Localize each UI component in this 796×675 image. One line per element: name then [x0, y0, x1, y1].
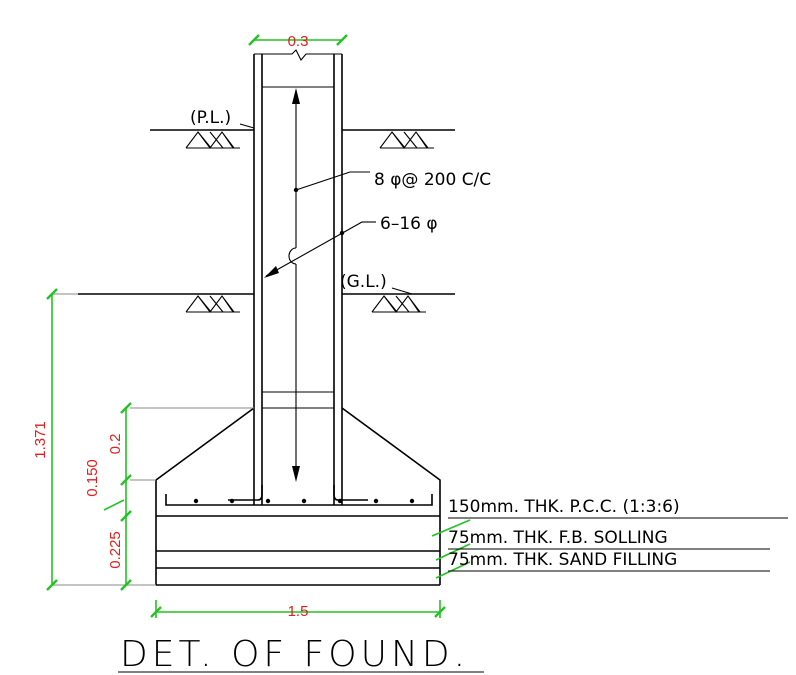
- sub-base-layers: [52, 293, 441, 586]
- plinth-ground-line: [150, 129, 455, 149]
- main-bars-leader: [264, 221, 376, 278]
- ties-leader: [293, 171, 370, 193]
- column: [253, 49, 343, 505]
- drawing-title: DET. OF FOUND.: [120, 634, 469, 675]
- plinth-level-leader: [239, 123, 255, 129]
- natural-ground-line: [78, 293, 455, 313]
- plinth-level-label: (P.L.): [190, 108, 231, 128]
- dim-edge-thickness: 0.150: [84, 459, 101, 497]
- ties-label: 8 φ@ 200 C/C: [374, 170, 491, 190]
- main-bars-label: 6–16 φ: [380, 214, 438, 234]
- layer-note-pcc: 150mm. THK. P.C.C. (1:3:6): [448, 497, 680, 517]
- dim-depth-below-gl: 1.371: [32, 421, 49, 459]
- ground-level-label: (G.L.): [340, 272, 387, 292]
- layer-note-solling: 75mm. THK. F.B. SOLLING: [448, 528, 668, 548]
- layer-note-sand: 75mm. THK. SAND FILLING: [448, 550, 677, 570]
- ground-level-leader: [391, 287, 413, 295]
- footing: [130, 407, 441, 517]
- bottom-reinforcement: [165, 485, 433, 506]
- dim-footing-width: 1.5: [288, 603, 309, 620]
- layer-notes: 150mm. THK. P.C.C. (1:3:6) 75mm. THK. F.…: [448, 497, 788, 572]
- dim-column-width: 0.3: [288, 33, 309, 50]
- ties-vertical-indicator: [288, 88, 300, 482]
- dim-layers-depth: 0.225: [107, 531, 124, 569]
- dim-slope-height: 0.2: [107, 434, 124, 455]
- dimension-lines: [46, 34, 471, 618]
